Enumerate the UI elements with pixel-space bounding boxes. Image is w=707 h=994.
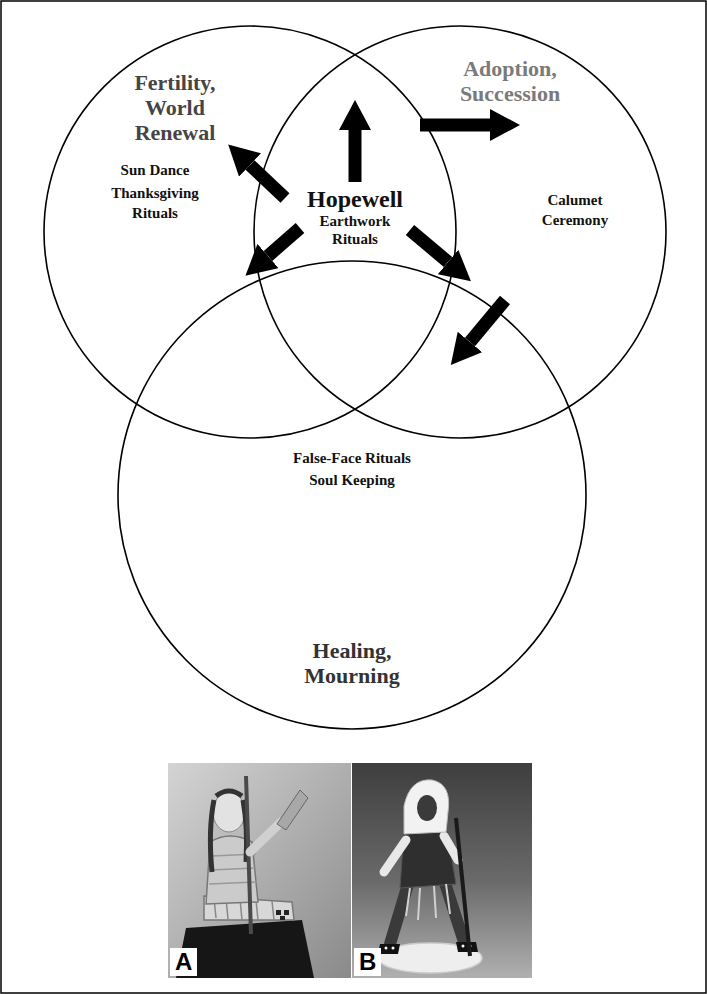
ritual-name: False-Face Rituals [242,448,462,468]
circle-outline [118,261,586,729]
venn-circle: Fertility, World RenewalSun DanceThanksg… [43,25,457,439]
center-heading: Hopewell [285,186,425,212]
ritual-name: Thanksgiving Rituals [95,183,215,223]
photo-panel [168,763,351,978]
circle-outline [43,25,457,439]
flow-arrow [250,165,300,256]
flow-arrow [420,119,490,132]
panel-letter: B [354,948,381,976]
photo-panel [352,763,532,978]
ritual-name: Earthwork Rituals [310,212,400,248]
flow-arrow [250,165,285,198]
flow-arrow [355,125,490,182]
theme-heading: Fertility, World Renewal [115,70,235,145]
flow-arrow [349,130,362,182]
center-node: HopewellEarthwork Rituals [285,186,425,250]
flow-arrow [470,300,505,342]
flow-arrow [268,228,300,256]
theme-heading: Adoption, Succession [445,56,575,106]
flow-arrow [410,230,448,262]
ritual-name: Sun Dance [95,160,215,180]
ritual-name: Soul Keeping [242,470,462,490]
theme-heading: Healing, Mourning [287,638,417,688]
panel-letter: A [170,948,197,976]
ritual-name: Calumet Ceremony [525,190,625,230]
venn-circle: Adoption, SuccessionCalumet Ceremony [253,25,667,439]
circle-outline [44,26,456,438]
venn-circle: False-Face RitualsSoul KeepingHealing, M… [117,260,587,730]
circle-outline [254,26,666,438]
